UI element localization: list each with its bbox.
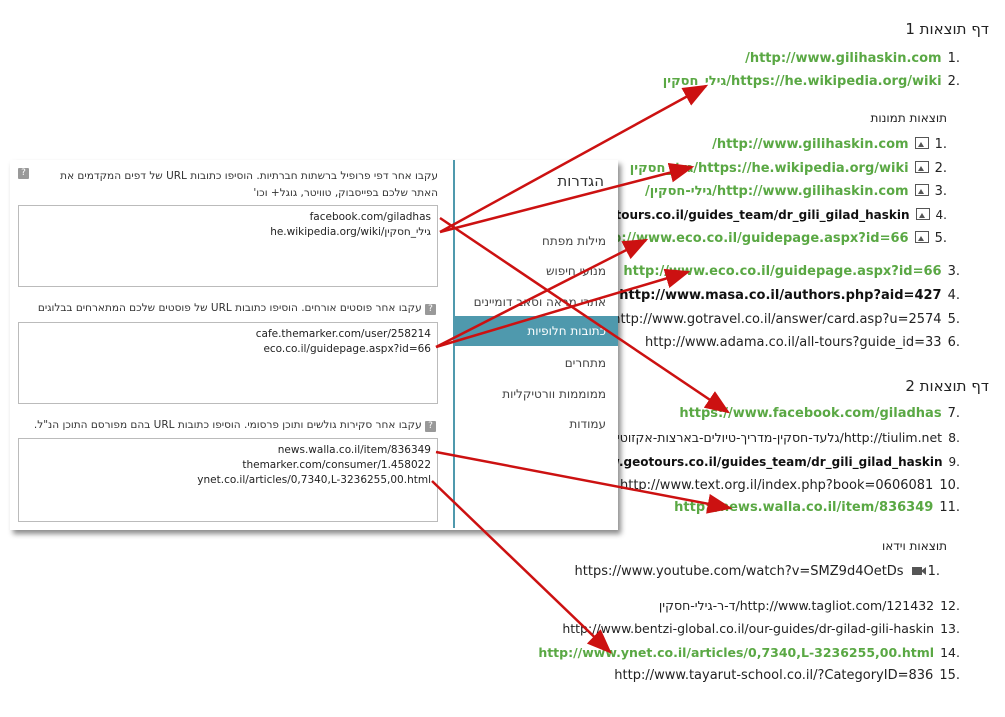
url-line: news.walla.co.il/item/836349 (277, 444, 431, 456)
result-link[interactable]: http://www.bentzi-global.co.il/our-guide… (562, 621, 935, 636)
result-link[interactable]: http://tiulim.net/גלעד-חסקין-מדריך-טיולי… (616, 430, 943, 445)
image-icon (915, 208, 930, 220)
result-item[interactable]: .6 http://www.adama.co.il/all-tours?guide… (645, 335, 960, 351)
result-link[interactable]: http://www.adama.co.il/all-tours?guide_i… (645, 335, 942, 350)
result-number: .2 (947, 74, 960, 89)
result-number: .9 (948, 455, 960, 469)
result-number: .5 (934, 231, 947, 246)
url-line: eco.co.il/guidepage.aspx?id=66 (263, 343, 431, 355)
result-number: .13 (940, 621, 960, 636)
social-profiles-textarea[interactable]: facebook.com/giladhas he.wikipedia.org/w… (18, 205, 438, 287)
page-1-heading: דף תוצאות 1 (905, 20, 989, 38)
result-link[interactable]: http://www.tayarut-school.co.il/?Categor… (614, 668, 934, 683)
nav-item-keywords[interactable]: מילות מפתח (542, 234, 606, 248)
social-profiles-instruction: ? עקבו אחר דפי פרופיל ברשתות חברתיות. הו… (18, 168, 438, 202)
help-icon[interactable]: ? (425, 304, 436, 315)
image-icon (914, 161, 929, 173)
page-2-heading: דף תוצאות 2 (905, 377, 989, 395)
result-number: .14 (940, 645, 960, 660)
result-number: .6 (947, 335, 960, 350)
nav-item-verticals[interactable]: ממוממות וורטיקליות (502, 387, 606, 401)
result-item[interactable]: .7 https://www.facebook.com/giladhas (679, 406, 960, 422)
result-number: .11 (939, 500, 960, 515)
result-item[interactable]: .2 https://he.wikipedia.org/wiki/גילי_חסק… (663, 74, 960, 90)
url-line: cafe.themarker.com/user/258214 (255, 328, 431, 340)
nav-item-mirror-sites[interactable]: אתרי מראה וסאב דומיינים (473, 295, 606, 309)
result-number: .12 (940, 598, 960, 613)
result-link[interactable]: http://www.tagliot.com/121432/ד-ר-גילי-ח… (658, 598, 935, 613)
result-link[interactable]: http://www.eco.co.il/guidepage.aspx?id=6… (623, 264, 942, 279)
result-link[interactable]: http://www.masa.co.il/authors.php?aid=42… (619, 288, 942, 303)
nav-item-search-engines[interactable]: מנועי חיפוש (545, 264, 606, 278)
result-item[interactable]: .3 http://www.eco.co.il/guidepage.aspx?id… (623, 264, 960, 280)
result-item[interactable]: .13 http://www.bentzi-global.co.il/our-gu… (562, 621, 960, 637)
result-number: .2 (934, 161, 947, 176)
result-link[interactable]: http://www.gilihaskin.com/ (712, 137, 909, 152)
result-item[interactable]: .11 http://news.walla.co.il/item/836349 (674, 500, 960, 516)
result-number: .4 (947, 288, 960, 303)
reviews-textarea[interactable]: news.walla.co.il/item/836349 themarker.c… (18, 438, 438, 522)
nav-item-label: כתובות חלופיות (527, 324, 606, 338)
result-number: .1 (947, 51, 960, 66)
video-camera-icon (911, 567, 926, 575)
image-result-item[interactable]: .5 http://www.eco.co.il/guidepage.aspx?id… (590, 231, 947, 247)
result-item[interactable]: .14 http://www.ynet.co.il/articles/0,7340… (538, 645, 960, 661)
reviews-instruction: ? עקבו אחר סקירות גולשים ותוכן פרסומי. ה… (18, 417, 438, 434)
result-item[interactable]: .4 http://www.masa.co.il/authors.php?aid=… (619, 288, 960, 304)
result-item[interactable]: .15 http://www.tayarut-school.co.il/?Cate… (614, 668, 960, 684)
help-icon[interactable]: ? (18, 168, 29, 179)
result-number: .1 (934, 137, 947, 152)
image-icon (914, 184, 929, 196)
image-results-heading: תוצאות תמונות (870, 111, 947, 125)
result-link[interactable]: http://www.gotravel.co.il/answer/card.as… (612, 312, 942, 327)
result-item[interactable]: .12 http://www.tagliot.com/121432/ד-ר-גיל… (659, 598, 960, 614)
result-number: .1 (927, 564, 940, 579)
result-number: .3 (947, 264, 960, 279)
image-result-item[interactable]: .3 http://www.gilihaskin.com/גילי-חסקין/ (645, 184, 947, 200)
help-icon[interactable]: ? (425, 421, 436, 432)
result-link[interactable]: https://he.wikipedia.org/wiki/גילי_חסקין (629, 161, 909, 176)
result-number: .8 (948, 430, 960, 445)
result-item[interactable]: .5 http://www.gotravel.co.il/answer/card.… (612, 312, 960, 328)
result-number: .4 (935, 208, 947, 222)
guest-posts-instruction: ? עקבו אחר פוסטים אורחים. הוסיפו כתובות … (18, 300, 438, 334)
url-line: themarker.com/consumer/1.458022 (242, 459, 431, 471)
url-line: ynet.co.il/articles/0,7340,L-3236255,00.… (197, 474, 431, 486)
nav-item-alternate-urls[interactable]: כתובות חלופיות (455, 316, 618, 346)
result-number: .10 (939, 478, 960, 493)
video-results-heading: תוצאות וידאו (881, 539, 947, 553)
result-link[interactable]: http://www.gilihaskin.com/גילי-חסקין/ (644, 184, 909, 199)
result-item[interactable]: .10 http://www.text.org.il/index.php?book… (620, 478, 960, 494)
result-link[interactable]: http://www.ynet.co.il/articles/0,7340,L-… (538, 645, 935, 660)
result-number: .15 (939, 668, 960, 683)
url-line: facebook.com/giladhas (309, 211, 431, 223)
result-link[interactable]: http://www.eco.co.il/guidepage.aspx?id=6… (590, 231, 909, 246)
nav-item-competitors[interactable]: מתחרים (564, 356, 606, 370)
result-link[interactable]: https://www.youtube.com/watch?v=SMZ9d4Oe… (574, 564, 904, 579)
image-icon (914, 231, 929, 243)
image-icon (914, 137, 929, 149)
result-link[interactable]: https://he.wikipedia.org/wiki/גילי_חסקין (662, 74, 942, 89)
result-number: .7 (947, 406, 960, 421)
panel-divider (453, 160, 455, 528)
video-result-item[interactable]: .1 https://www.youtube.com/watch?v=SMZ9d4… (575, 564, 940, 580)
settings-panel: הגדרות מילות מפתח מנועי חיפוש אתרי מראה … (10, 160, 618, 530)
guest-posts-textarea[interactable]: cafe.themarker.com/user/258214 eco.co.il… (18, 322, 438, 404)
result-number: .5 (947, 312, 960, 327)
url-line: he.wikipedia.org/wiki/גילי_חסקין (270, 226, 431, 238)
nav-item-columns[interactable]: עמודות (569, 417, 606, 431)
settings-title: הגדרות (557, 172, 604, 190)
image-result-item[interactable]: .2 https://he.wikipedia.org/wiki/גילי_חסק… (630, 161, 947, 177)
result-link[interactable]: https://www.facebook.com/giladhas (679, 406, 942, 421)
image-result-item[interactable]: .1 http://www.gilihaskin.com/ (712, 137, 947, 153)
result-item[interactable]: .8 http://tiulim.net/גלעד-חסקין-מדריך-טיו… (617, 430, 960, 446)
result-link[interactable]: http://news.walla.co.il/item/836349 (674, 500, 934, 515)
result-number: .3 (934, 184, 947, 199)
result-link[interactable]: http://www.gilihaskin.com/ (745, 51, 942, 66)
result-link[interactable]: http://www.text.org.il/index.php?book=06… (619, 478, 934, 493)
result-item[interactable]: .1 http://www.gilihaskin.com/ (745, 51, 960, 67)
